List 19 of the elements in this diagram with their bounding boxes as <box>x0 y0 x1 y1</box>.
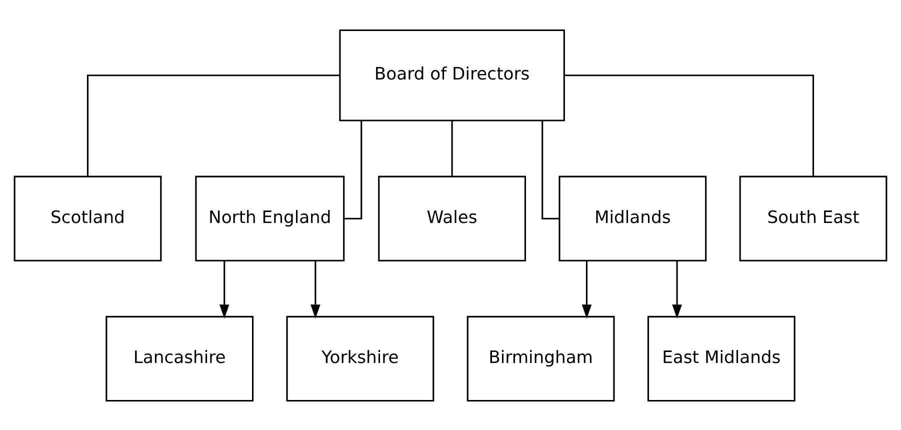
node-box: East Midlands <box>647 315 796 402</box>
connector <box>542 120 560 219</box>
node-box: North England <box>195 175 345 261</box>
node-box: Birmingham <box>466 315 615 402</box>
connector <box>344 120 362 219</box>
connector <box>451 120 453 176</box>
connector <box>86 74 340 176</box>
node-box: Yorkshire <box>286 315 434 402</box>
connector <box>564 74 814 176</box>
arrow <box>672 260 682 318</box>
node-box: Board of Directors <box>339 28 565 121</box>
node-box: South East <box>739 175 888 261</box>
node-box: Midlands <box>558 175 707 261</box>
node-box: Wales <box>378 175 526 261</box>
arrow <box>582 260 592 318</box>
node-box: Scotland <box>14 175 162 261</box>
arrow <box>219 260 230 318</box>
arrow <box>310 260 320 318</box>
node-box: Lancashire <box>106 315 254 402</box>
